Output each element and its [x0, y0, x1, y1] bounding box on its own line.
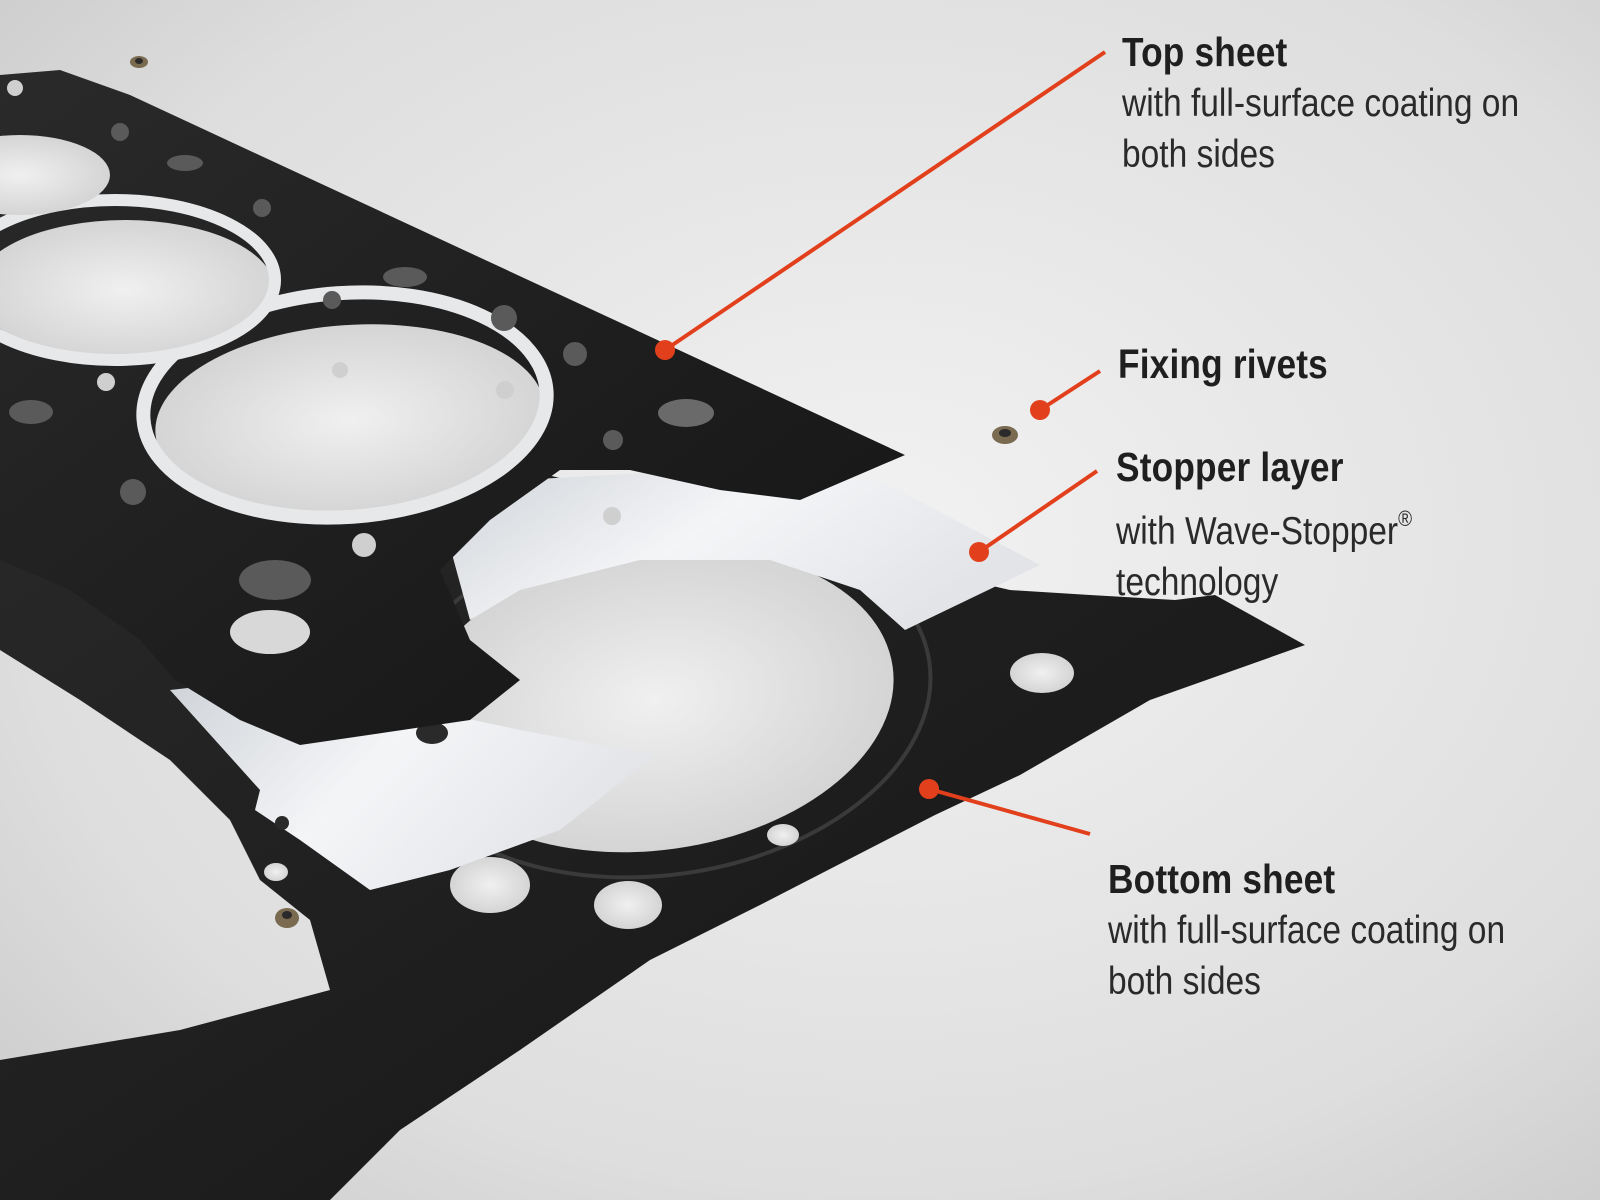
callout-desc-stopper-layer-line1: with Wave-Stopper	[1116, 510, 1399, 553]
fixing-rivets	[130, 56, 1018, 928]
leader-line-top-sheet	[663, 50, 1107, 352]
callout-stopper-layer: Stopper layer with Wave-Stopper® technol…	[1116, 441, 1460, 608]
leader-line-bottom-sheet	[928, 787, 1091, 836]
callout-title-fixing-rivets: Fixing rivets	[1118, 341, 1328, 387]
leader-dot-fixing-rivets	[1030, 400, 1050, 420]
callout-title-bottom-sheet: Bottom sheet	[1108, 856, 1336, 902]
callout-top-sheet: Top sheet with full-surface coating on b…	[1122, 26, 1584, 180]
callout-title-top-sheet: Top sheet	[1122, 29, 1288, 75]
leader-dot-top-sheet	[655, 340, 675, 360]
rivet	[999, 429, 1011, 437]
leader-dot-stopper-layer	[969, 542, 989, 562]
leader-line-fixing-rivets	[1038, 369, 1102, 412]
leader-dot-bottom-sheet	[919, 779, 939, 799]
leader-lines	[655, 50, 1107, 836]
callout-desc-bottom-sheet: with full-surface coating on both sides	[1108, 909, 1506, 1003]
callout-desc-stopper-layer: with Wave-Stopper® technology	[1116, 493, 1412, 608]
callout-bottom-sheet: Bottom sheet with full-surface coating o…	[1108, 853, 1570, 1007]
callout-desc-stopper-layer-line2: technology	[1116, 561, 1279, 604]
leader-line-stopper-layer	[977, 469, 1099, 554]
rivet	[135, 58, 143, 64]
top-sheet	[0, 70, 905, 745]
rivet	[282, 911, 292, 919]
registered-mark: ®	[1398, 506, 1413, 531]
callout-desc-top-sheet: with full-surface coating on both sides	[1122, 82, 1520, 176]
callout-title-stopper-layer: Stopper layer	[1116, 444, 1344, 490]
callout-fixing-rivets: Fixing rivets	[1118, 338, 1362, 390]
